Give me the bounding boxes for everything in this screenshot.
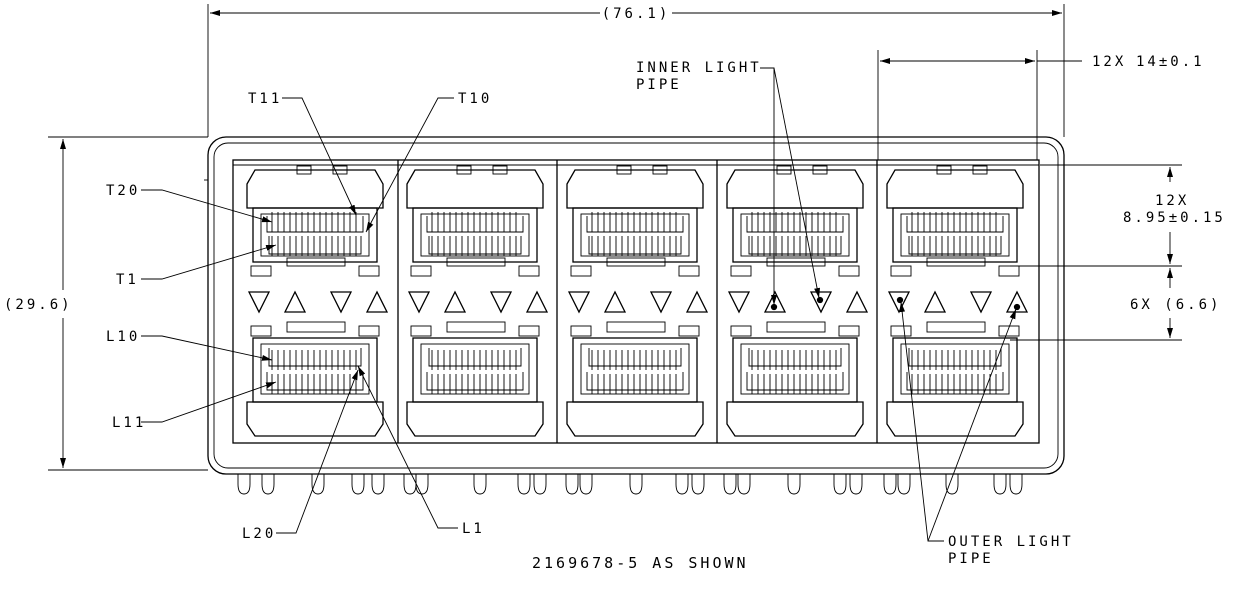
callout-l20: L20: [242, 526, 276, 542]
callout-outer-light-pipe-line1: OUTER LIGHT: [948, 534, 1074, 550]
width-dimension: (76.1): [207, 4, 1065, 137]
callout-t10: T10: [458, 91, 492, 107]
callout-l1: L1: [462, 521, 485, 537]
top-port-value: 8.95±0.15: [1123, 210, 1226, 226]
width-dimension-label: (76.1): [602, 6, 671, 22]
callout-t11: T11: [248, 91, 282, 107]
height-dimension: (29.6): [4, 136, 208, 471]
pitch-value: 14±0.1: [1136, 54, 1205, 70]
port-column-5: [886, 165, 1028, 437]
inner-light-pipe-dot: [816, 296, 824, 304]
right-dimensions: 12X 8.95±0.15 6X (6.6): [1010, 164, 1226, 341]
port-column-1: [246, 165, 388, 437]
mounting-pins: [237, 473, 1023, 495]
callout-t1: T1: [116, 272, 139, 288]
outer-light-pipe-dot: [1013, 303, 1021, 311]
port-column-4: [726, 165, 868, 437]
outer-light-pipe-dot: [896, 296, 904, 304]
port-column-3: [566, 165, 708, 437]
connector-housing: [204, 136, 1065, 475]
callout-inner-light-pipe-line2: PIPE: [636, 77, 682, 93]
top-port-count: 12X: [1155, 193, 1189, 209]
callout-l11: L11: [112, 415, 146, 431]
callout-inner-light-pipe-line1: INNER LIGHT: [636, 60, 762, 76]
callout-outer-light-pipe-line2: PIPE: [948, 551, 994, 567]
callout-leaders: [141, 67, 1017, 542]
drawing-caption: 2169678-5 AS SHOWN: [532, 554, 749, 572]
pitch-count: 12X: [1092, 54, 1126, 70]
pipe-height-label: 6X (6.6): [1130, 297, 1221, 313]
inner-light-pipe-dot: [770, 303, 778, 311]
pitch-dimension: 12X 14±0.1: [877, 50, 1205, 160]
height-dimension-label: (29.6): [4, 297, 73, 313]
port-column-2: [406, 165, 548, 437]
callout-l10: L10: [106, 329, 140, 345]
callout-t20: T20: [106, 183, 140, 199]
